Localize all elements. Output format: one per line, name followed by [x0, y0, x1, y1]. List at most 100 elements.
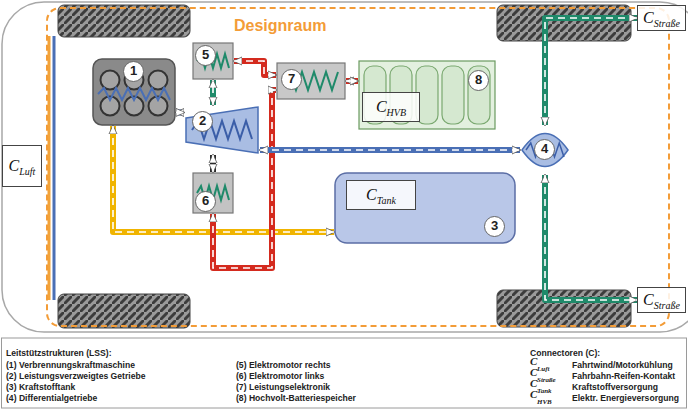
- battery-cell: [442, 66, 464, 124]
- legend-entry: (5) Elektromotor rechts: [236, 354, 331, 372]
- legend-text: (7) Leistungselektronik: [236, 382, 330, 392]
- callout-number: 5: [195, 45, 216, 66]
- legend-text: (8) Hochvolt-Batteriespeicher: [236, 393, 356, 403]
- connector-subscript: Luft: [19, 166, 35, 177]
- flow-highlight: [545, 18, 637, 125]
- component: 1: [92, 58, 176, 126]
- component: 4: [520, 125, 570, 175]
- connector-symbol: CTank: [366, 186, 396, 204]
- component: 6: [192, 172, 234, 214]
- energy-connector: [545, 18, 637, 125]
- legend-text: Connectoren (C):: [530, 348, 600, 358]
- component: 2: [184, 105, 260, 155]
- tire: [497, 290, 631, 327]
- connector-subscript: HVB: [387, 107, 406, 118]
- connector-symbol: CStraße: [643, 291, 680, 309]
- inverter-housing: [277, 63, 345, 99]
- gearbox-housing: [186, 107, 258, 153]
- legend-symbol: Luft: [537, 365, 549, 373]
- energy-connector: [210, 80, 216, 105]
- connector-symbol: CStraße: [643, 9, 680, 27]
- legend-text: Leitstützstrukturen (LSS):: [6, 348, 112, 358]
- motor-housing: [193, 173, 233, 213]
- callout-number: 2: [192, 111, 213, 132]
- tire: [58, 5, 190, 37]
- legend-symbol: HVB: [537, 398, 552, 406]
- legend-text: (1) Verbrennungskraftmaschine: [6, 360, 135, 370]
- legend-symbol: C: [530, 366, 537, 378]
- legend-symbol: Straße: [537, 376, 556, 384]
- legend-text: (3) Kraftstofftank: [6, 382, 75, 392]
- connector-box: CStraße: [637, 5, 686, 31]
- connector-symbol: CHVB: [376, 98, 406, 116]
- flow-highlight: [176, 112, 184, 114]
- flow-highlight: [346, 80, 358, 82]
- legend-entry: Luft: [537, 357, 549, 375]
- differential-housing: [522, 134, 568, 167]
- motor-housing: [193, 43, 233, 79]
- car-body: [2, 2, 688, 332]
- connector-letter: C: [376, 98, 387, 116]
- region-title: Designraum: [234, 17, 326, 35]
- legend-entry: Leitstützstrukturen (LSS):: [6, 342, 112, 360]
- cooling-line: [53, 36, 56, 300]
- legend-symbol: C: [530, 388, 537, 400]
- energy-connector: [210, 155, 216, 172]
- connector-box: CLuft: [2, 145, 42, 187]
- engine-block: [93, 59, 175, 125]
- connector-box: CHVB: [362, 92, 420, 122]
- energy-connector: [260, 147, 520, 153]
- legend-symbol: Tank: [537, 387, 552, 395]
- flow-highlight: [234, 61, 276, 75]
- battery-cell: [468, 66, 490, 124]
- cylinder: [101, 71, 120, 90]
- connector-letter: C: [366, 186, 377, 204]
- design-space: Designraum15278CHVB463CTank: [46, 7, 670, 327]
- tire: [58, 294, 190, 328]
- flow-highlight: [545, 175, 637, 300]
- energy-connector: [346, 78, 358, 84]
- component: 3 CTank: [334, 172, 516, 244]
- legend-frame: [2, 338, 687, 408]
- legend-text: Fahrtwind/Motorkühlung: [572, 360, 673, 370]
- connector-symbol: CLuft: [9, 157, 36, 175]
- legend-text: (2) Leistungsverzweigtes Getriebe: [6, 371, 145, 381]
- tire: [497, 5, 631, 41]
- legend-symbol: C: [530, 377, 537, 389]
- legend-text: (6) Elektromotor links: [236, 371, 324, 381]
- connector-box: CStraße: [637, 287, 686, 313]
- connector-box: CTank: [346, 180, 416, 210]
- component: 7: [276, 62, 346, 100]
- component: 8CHVB: [358, 60, 496, 130]
- flow-highlight: [260, 149, 520, 151]
- connector-letter: C: [643, 291, 654, 309]
- connector-subscript: Straße: [654, 18, 680, 29]
- callout-number: 7: [281, 69, 302, 90]
- component: 5: [192, 42, 234, 80]
- legend-text: Kraftstoffversorgung: [572, 382, 658, 392]
- legend-symbol: C: [530, 355, 537, 367]
- callout-number: 4: [534, 139, 555, 160]
- callout-number: 3: [484, 216, 505, 237]
- flow-highlight: [212, 155, 214, 172]
- flow-highlight: [212, 80, 214, 105]
- energy-connector: [545, 175, 637, 300]
- callout-number: 1: [123, 61, 144, 82]
- battery-housing: [359, 61, 495, 129]
- legend-text: (4) Differentialgetriebe: [6, 393, 97, 403]
- callout-number: 6: [195, 191, 216, 212]
- tank-body: [335, 173, 515, 243]
- connector-letter: C: [643, 9, 654, 27]
- cylinder: [149, 71, 168, 90]
- winding: [98, 88, 170, 100]
- legend-text: Elektr. Energieversorgung: [572, 393, 679, 403]
- legend-entry: Connectoren (C):: [530, 342, 600, 360]
- energy-connector: [234, 61, 276, 75]
- connector-letter: C: [9, 157, 20, 175]
- legend-text: (5) Elektromotor rechts: [236, 360, 331, 370]
- callout-number: 8: [468, 70, 489, 91]
- energy-connector: [176, 109, 184, 115]
- connector-subscript: Tank: [377, 195, 396, 206]
- connector-subscript: Straße: [654, 300, 680, 311]
